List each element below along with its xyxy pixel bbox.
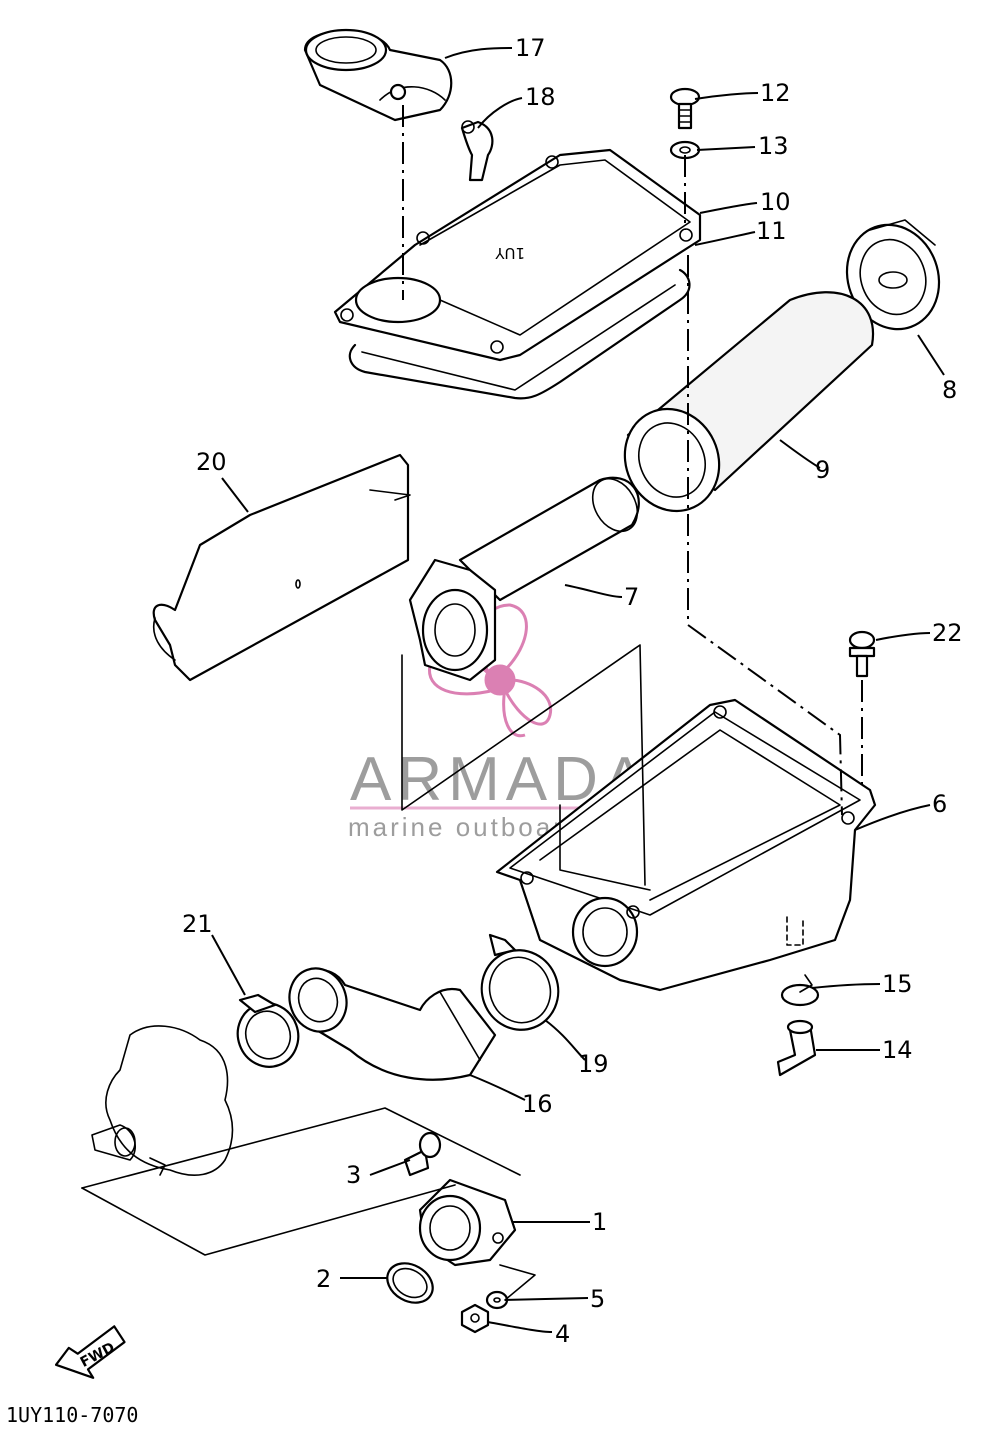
callout-10: 10 — [760, 188, 791, 216]
callout-11: 11 — [756, 217, 787, 245]
cover-marking: 1UY — [494, 244, 525, 262]
part-16-joint-hose — [288, 967, 497, 1081]
callout-7: 7 — [624, 583, 639, 611]
callout-3: 3 — [346, 1161, 361, 1189]
part-12-bolt — [669, 87, 701, 130]
assembly-center-lines — [81, 105, 863, 1301]
callout-19: 19 — [578, 1050, 609, 1078]
callout-13: 13 — [758, 132, 789, 160]
callout-15: 15 — [882, 970, 913, 998]
carburetor-outline — [91, 1025, 234, 1176]
callout-12: 12 — [760, 79, 791, 107]
part-18-elbow-hose — [460, 120, 494, 182]
callout-leaders — [211, 47, 945, 1333]
part-20-side-panel — [152, 453, 411, 682]
callout-21: 21 — [182, 910, 213, 938]
callout-8: 8 — [942, 376, 957, 404]
part-1-intake-manifold — [418, 1178, 517, 1267]
fwd-arrow-icon: FWD — [54, 1325, 126, 1379]
callout-4: 4 — [555, 1320, 570, 1348]
part-7-filter-holder — [408, 476, 640, 682]
callout-1: 1 — [592, 1208, 607, 1236]
part-6-air-box-case — [495, 698, 877, 992]
callout-14: 14 — [882, 1036, 913, 1064]
part-11-gasket — [348, 268, 691, 400]
callout-6: 6 — [932, 790, 947, 818]
part-19-hose-clamp — [480, 933, 560, 1031]
part-22-flange-bolt — [848, 630, 876, 678]
part-5-washer — [485, 1290, 509, 1310]
part-21-hose-clamp — [236, 993, 300, 1068]
diagram-code: 1UY110-7070 — [6, 1403, 138, 1427]
callout-22: 22 — [932, 619, 963, 647]
callout-16: 16 — [522, 1090, 553, 1118]
part-9-filter-element — [623, 291, 875, 513]
callout-5: 5 — [590, 1285, 605, 1313]
part-4-nut — [460, 1303, 490, 1334]
part-8-end-cap — [845, 219, 941, 331]
part-14-drain-cap — [776, 1019, 817, 1077]
callout-20: 20 — [196, 448, 227, 476]
callout-9: 9 — [815, 456, 830, 484]
part-3-bolt — [403, 1131, 442, 1177]
callout-numbers: 17 18 12 13 10 11 8 9 7 20 22 6 15 14 19… — [182, 34, 963, 1348]
propeller-logo-icon — [428, 603, 553, 738]
part-10-air-box-cover: 1UY — [333, 148, 702, 362]
part-17-intake-duct — [303, 28, 453, 122]
callout-2: 2 — [316, 1265, 331, 1293]
part-2-o-ring — [386, 1262, 434, 1304]
part-15-small-clamp — [780, 974, 820, 1007]
callout-17: 17 — [515, 34, 546, 62]
callout-18: 18 — [525, 83, 556, 111]
